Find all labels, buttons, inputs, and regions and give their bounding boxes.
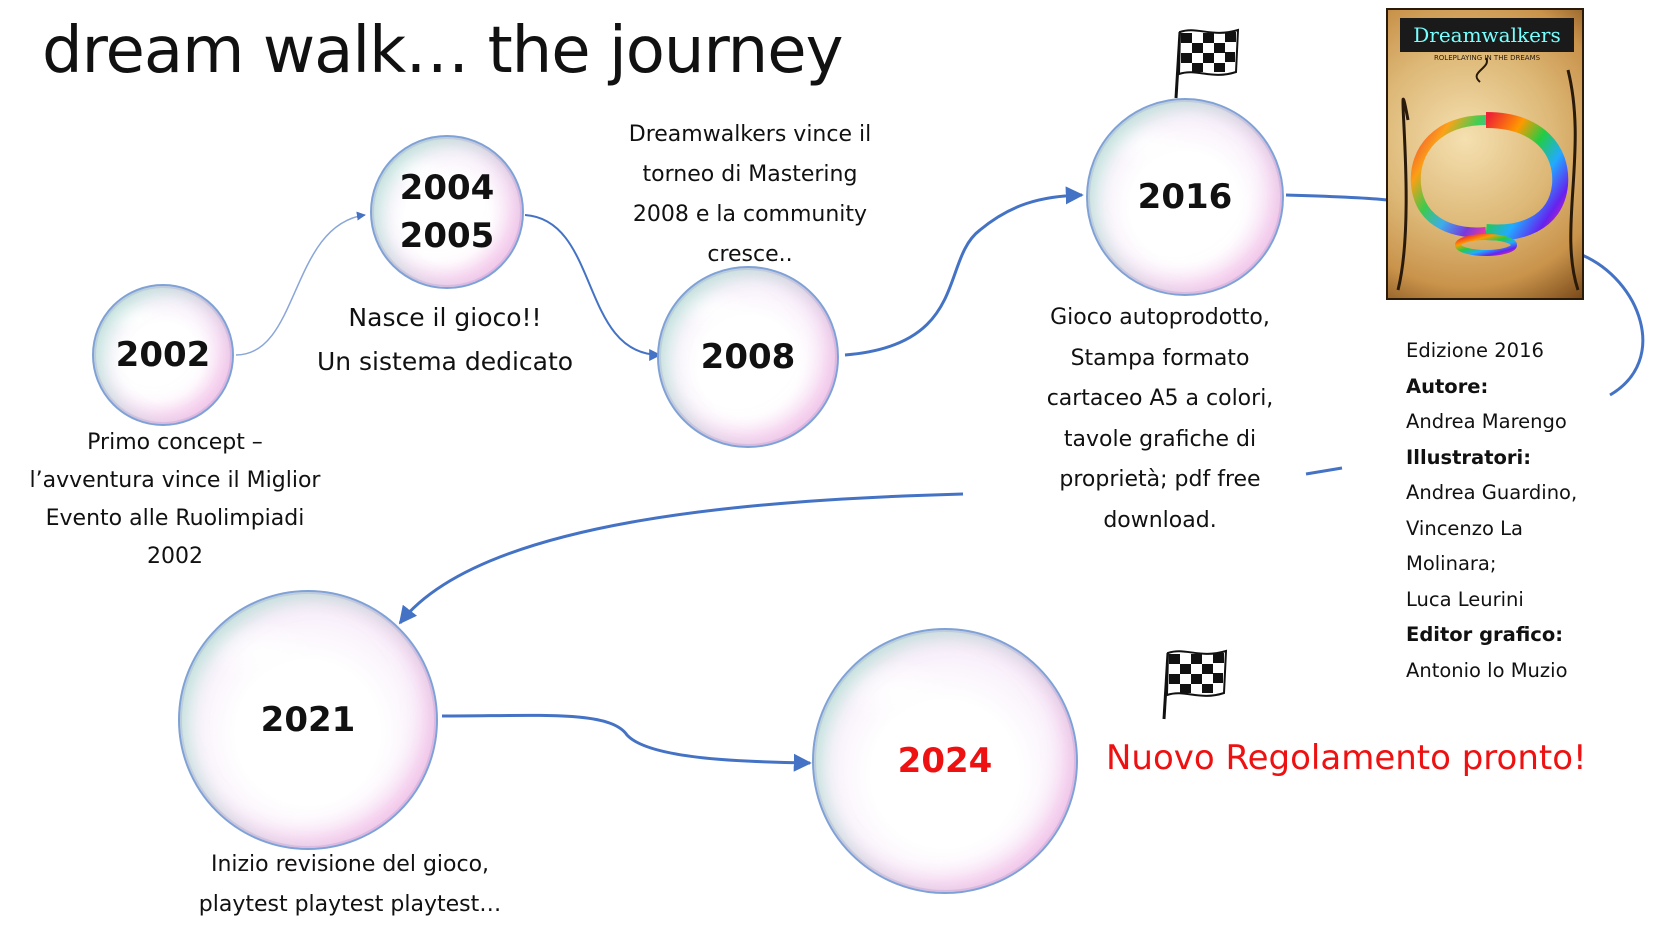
caption-text: Primo concept – l’avventura vince il Mig…	[29, 430, 321, 569]
page-title: dream walk… the journey	[42, 14, 843, 88]
connector-2008-2016	[844, 186, 1084, 357]
caption-text: Dreamwalkers vince il torneo di Masterin…	[628, 122, 872, 267]
illustrator-line: Vincenzo La	[1406, 516, 1523, 540]
year-label: 2008	[700, 337, 796, 377]
caption-2004-2005: Nasce il gioco!! Un sistema dedicato	[290, 296, 600, 384]
bubble-2024: 2024	[812, 628, 1078, 894]
caption-2016: Gioco autoprodotto, Stampa formato carta…	[1010, 298, 1310, 541]
book-emblem	[1396, 57, 1580, 291]
tagline: Nuovo Regolamento pronto!	[1106, 738, 1587, 778]
connector-2004-2008	[524, 214, 662, 361]
caption-2008: Dreamwalkers vince il torneo di Masterin…	[590, 115, 910, 275]
editor-label: Editor grafico:	[1406, 623, 1564, 646]
caption-2002: Primo concept – l’avventura vince il Mig…	[0, 424, 350, 576]
editor-name: Antonio lo Muzio	[1406, 658, 1568, 682]
year-label: 2004 2005	[399, 168, 495, 256]
year-label: 2021	[260, 700, 356, 740]
bubble-2004-2005: 2004 2005	[370, 135, 524, 289]
book-cover: Dreamwalkers ROLEPLAYING IN THE DREAMS	[1386, 8, 1584, 300]
checkered-flag-icon	[1162, 649, 1228, 720]
book-title: Dreamwalkers	[1400, 18, 1574, 52]
bubble-2016: 2016	[1086, 98, 1284, 296]
caption-text: Nasce il gioco!! Un sistema dedicato	[316, 303, 574, 376]
bubble-2021: 2021	[178, 590, 438, 850]
edition-label: Edizione 2016	[1406, 339, 1544, 362]
connector-dash	[1305, 466, 1343, 476]
caption-text: Inizio revisione del gioco, playtest pla…	[198, 852, 502, 917]
illustrator-line: Luca Leurini	[1406, 587, 1524, 611]
caption-2021: Inizio revisione del gioco, playtest pla…	[160, 845, 540, 925]
year-label: 2002	[115, 335, 211, 375]
connector-2016-2021	[398, 492, 964, 625]
caption-text: Gioco autoprodotto, Stampa formato carta…	[1046, 305, 1274, 533]
edition-credits: Edizione 2016 Autore: Andrea Marengo Ill…	[1406, 333, 1577, 688]
author-name: Andrea Marengo	[1406, 410, 1567, 433]
connector-2002-2004	[235, 211, 366, 356]
illustrator-line: Andrea Guardino,	[1406, 481, 1578, 504]
illustrator-line: Molinara;	[1406, 552, 1497, 575]
checkered-flag-icon	[1174, 28, 1240, 99]
bubble-2008: 2008	[657, 266, 839, 448]
author-label: Autore:	[1406, 374, 1489, 398]
illustrators-label: Illustratori:	[1406, 445, 1532, 469]
connector-2021-2024	[441, 713, 812, 772]
bubble-2002: 2002	[92, 284, 234, 426]
connector-2016-book	[1285, 193, 1389, 202]
year-label: 2016	[1137, 177, 1233, 217]
connector-book-curve	[1581, 253, 1645, 397]
year-label: 2024	[897, 741, 993, 781]
